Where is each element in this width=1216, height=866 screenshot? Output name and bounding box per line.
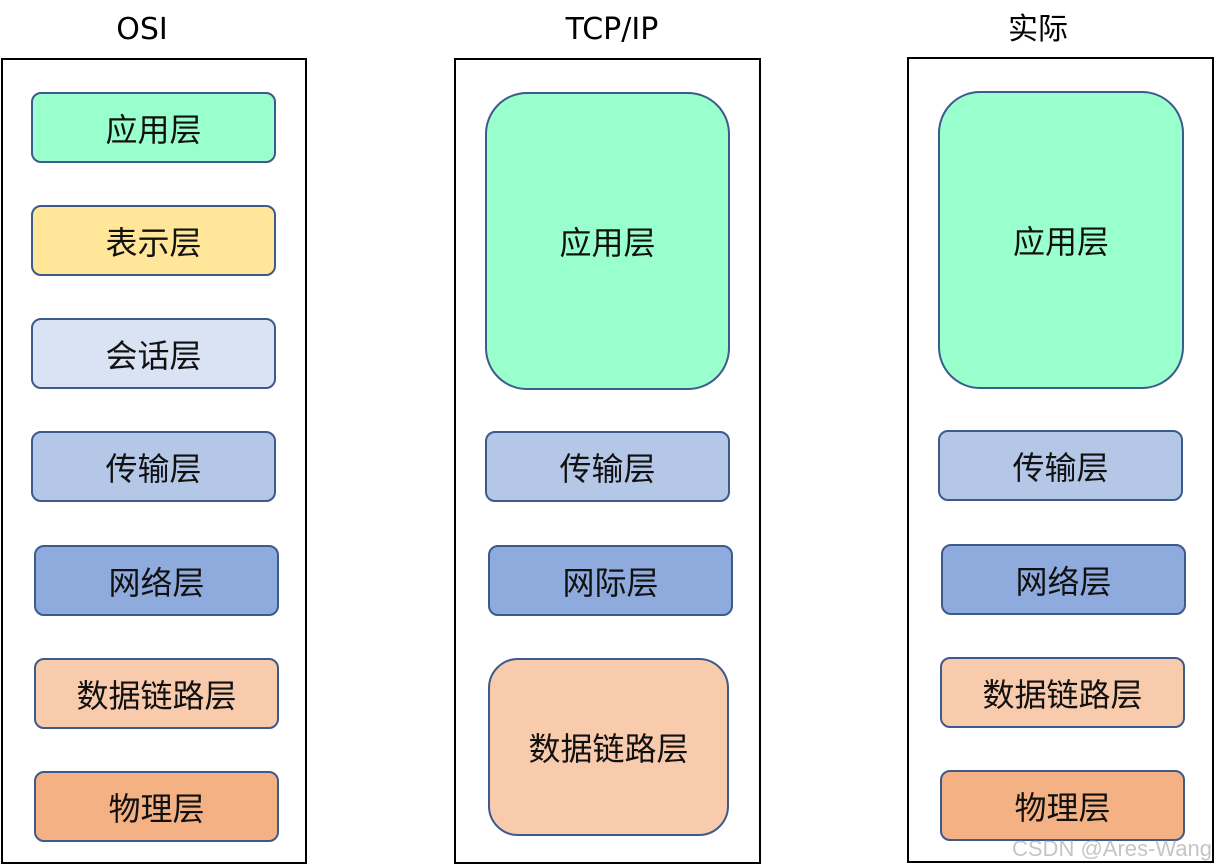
actual-column-title: 实际 (1008, 12, 1068, 47)
actual-layer-application: 应用层 (938, 91, 1184, 389)
actual-column-frame (907, 57, 1214, 863)
tcpip-column-frame (454, 58, 761, 864)
actual-layer-datalink: 数据链路层 (940, 657, 1185, 728)
watermark-text: CSDN @Ares-Wang (1012, 836, 1212, 861)
osi-column-frame (1, 58, 307, 864)
tcpip-column-title: TCP/IP (565, 12, 659, 47)
osi-layer-physical: 物理层 (34, 771, 279, 842)
osi-layer-application: 应用层 (31, 92, 276, 163)
osi-layer-transport: 传输层 (31, 431, 276, 502)
actual-layer-transport: 传输层 (938, 430, 1183, 501)
tcpip-layer-transport: 传输层 (485, 431, 730, 502)
tcpip-layer-datalink: 数据链路层 (488, 658, 729, 836)
actual-layer-network: 网络层 (941, 544, 1186, 615)
actual-layer-physical: 物理层 (940, 770, 1185, 841)
tcpip-layer-internet: 网际层 (488, 545, 733, 616)
tcpip-layer-application: 应用层 (485, 92, 730, 390)
osi-layer-network: 网络层 (34, 545, 279, 616)
osi-column-title: OSI (116, 12, 168, 47)
osi-layer-session: 会话层 (31, 318, 276, 389)
osi-layer-datalink: 数据链路层 (34, 658, 279, 729)
osi-layer-presentation: 表示层 (31, 205, 276, 276)
